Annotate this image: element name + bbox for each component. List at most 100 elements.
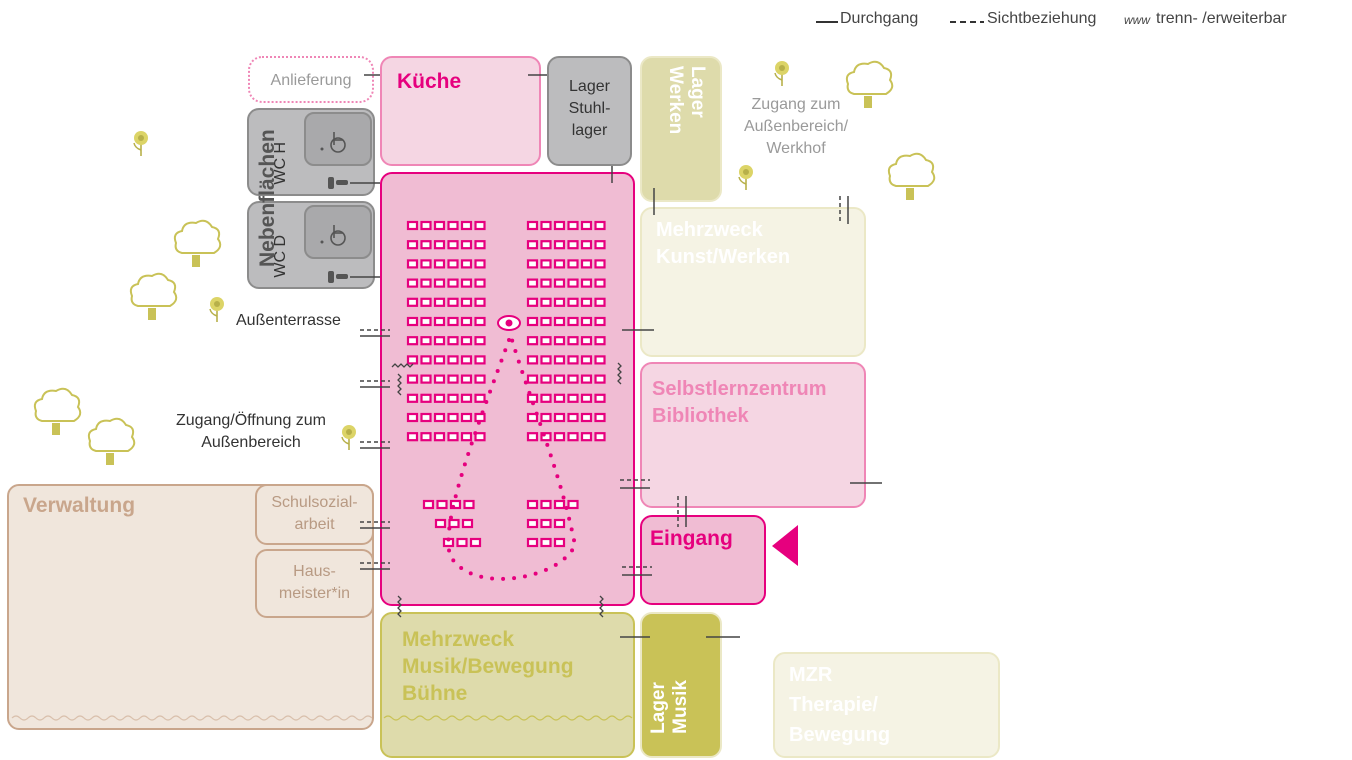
seat (463, 499, 475, 510)
seat (447, 412, 459, 423)
seat (580, 259, 593, 269)
seat (474, 393, 486, 403)
seat (406, 374, 419, 384)
seat (449, 499, 462, 510)
seat (406, 259, 419, 269)
label-lager-stuhllager: Lager Stuhl- lager (568, 78, 611, 139)
seat (474, 432, 486, 442)
legend-solid-line (816, 21, 984, 23)
label-schulsozialarbeit: Schulsozial- arbeit (271, 494, 358, 533)
seat (460, 374, 473, 384)
seat (460, 336, 473, 346)
seat (420, 297, 432, 307)
seat (540, 355, 552, 365)
seat (460, 259, 473, 269)
seat (474, 278, 486, 288)
seat (460, 220, 473, 231)
seat (580, 336, 593, 346)
seat (540, 278, 552, 288)
seat (433, 220, 446, 231)
seat (526, 518, 539, 529)
seat (580, 297, 593, 307)
seat (474, 259, 486, 269)
seat (594, 297, 606, 307)
seat (553, 393, 566, 403)
seat (474, 220, 486, 231)
tree-icon (129, 272, 178, 320)
seat (447, 432, 459, 442)
seat (420, 336, 432, 346)
seat (433, 259, 446, 269)
seat (526, 537, 539, 548)
seat (553, 259, 566, 269)
flower-icon (774, 61, 789, 86)
seat (460, 412, 473, 423)
seat (474, 355, 486, 365)
seat (433, 355, 446, 365)
seat (436, 499, 448, 510)
label-kueche: Küche (397, 70, 462, 93)
seat (447, 355, 459, 365)
seat (553, 432, 566, 442)
seat (553, 499, 566, 510)
seat (447, 336, 459, 346)
seat (580, 316, 593, 327)
label-mehrzweck-musik: Mehrzweck Musik/Bewegung Bühne (402, 628, 574, 705)
seat (460, 393, 473, 403)
seat (526, 336, 539, 346)
seat (567, 240, 579, 250)
label-mehrzweck-kunst: Mehrzweck Kunst/Werken (656, 219, 791, 268)
seat (474, 374, 486, 384)
seat (433, 297, 446, 307)
seat (540, 537, 552, 548)
seat (420, 432, 432, 442)
tree-icon (33, 60, 936, 465)
trennbar-zigzags (391, 362, 622, 618)
seat (553, 355, 566, 365)
seat (420, 259, 432, 269)
seat (448, 518, 460, 529)
room-lager-musik: Lager Musik (640, 612, 722, 758)
seat (406, 432, 419, 442)
seat (460, 278, 473, 288)
legend-durchgang: Durchgang (840, 10, 919, 27)
seat (460, 240, 473, 250)
seat (526, 240, 539, 250)
seat (526, 393, 539, 403)
seat (540, 240, 552, 250)
seat (406, 336, 419, 346)
seat (460, 432, 473, 442)
flower-icon (133, 131, 148, 156)
annotation-aussenterrasse: Außenterrasse (236, 312, 341, 329)
seat (540, 518, 552, 529)
seat (526, 316, 539, 327)
seat (553, 518, 566, 529)
wheelchair-icon (330, 132, 346, 246)
seat (474, 316, 486, 327)
seat (447, 259, 459, 269)
seat (474, 412, 486, 423)
seat (553, 412, 566, 423)
label-verwaltung: Verwaltung (23, 494, 136, 517)
seat (580, 393, 593, 403)
seat (580, 220, 593, 231)
seat (433, 393, 446, 403)
seat (567, 393, 579, 403)
seat (567, 259, 579, 269)
seat (553, 537, 566, 548)
seat (434, 518, 447, 529)
seat (469, 537, 482, 548)
seat (553, 297, 566, 307)
durchgang-lines (350, 74, 882, 638)
seat (540, 259, 552, 269)
room-anlieferung: Anlieferung (248, 56, 374, 103)
seat (420, 355, 432, 365)
stage-edge (383, 715, 633, 721)
verwaltung-edge (11, 715, 373, 721)
legend-trennbar: trenn- /erweiterbar (1156, 10, 1287, 27)
sichtbeziehung-lines (360, 196, 849, 576)
seat (420, 393, 432, 403)
room-eingang: Eingang (640, 515, 766, 605)
seat (433, 432, 446, 442)
